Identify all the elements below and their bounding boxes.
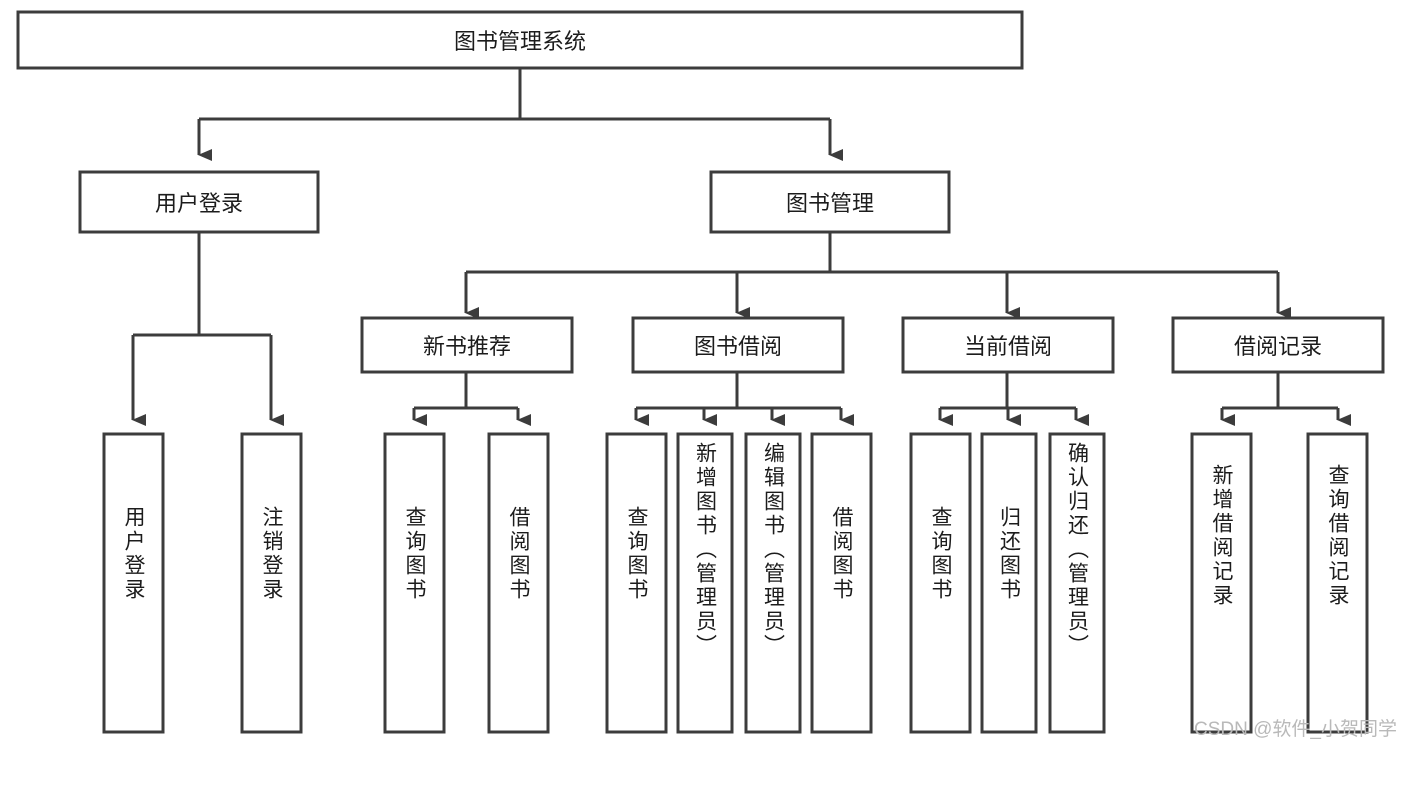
node-book-borrow-box[interactable] [631, 316, 845, 374]
leaf-box-current-borrow-0[interactable] [909, 432, 972, 734]
diagram-canvas: 图书管理系统 用户登录 图书管理 新书推荐 图书借阅 当前借阅 借阅记录 用户登… [16, 10, 1397, 740]
node-user-login-box[interactable] [78, 170, 320, 234]
leaf-box-new-book-1[interactable] [487, 432, 550, 734]
node-root-box[interactable] [16, 10, 1024, 70]
leaf-box-user-login-1[interactable] [240, 432, 303, 734]
leaf-box-borrow-record-1[interactable] [1306, 432, 1369, 734]
node-borrow-record-box[interactable] [1171, 316, 1385, 374]
leaf-box-current-borrow-2[interactable] [1048, 432, 1106, 734]
leaf-box-book-borrow-1[interactable] [676, 432, 734, 734]
leaf-box-user-login-0[interactable] [102, 432, 165, 734]
leaf-box-current-borrow-1[interactable] [980, 432, 1038, 734]
leaf-box-book-borrow-2[interactable] [744, 432, 802, 734]
node-book-manage-box[interactable] [709, 170, 951, 234]
leaf-box-new-book-0[interactable] [383, 432, 446, 734]
tree-diagram-svg [16, 10, 1385, 734]
node-current-borrow-box[interactable] [901, 316, 1115, 374]
node-new-book-recommend-box[interactable] [360, 316, 574, 374]
leaf-box-book-borrow-3[interactable] [810, 432, 873, 734]
leaf-box-book-borrow-0[interactable] [605, 432, 668, 734]
leaf-box-borrow-record-0[interactable] [1190, 432, 1253, 734]
